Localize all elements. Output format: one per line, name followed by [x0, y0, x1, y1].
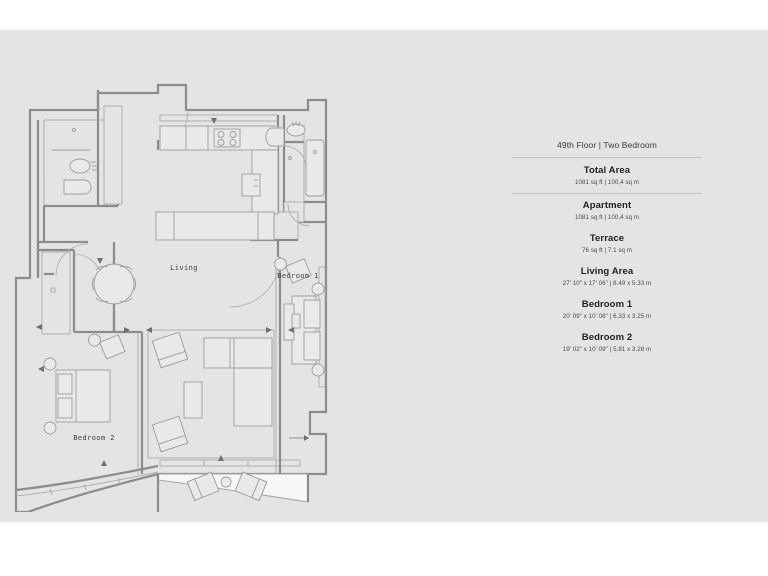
room-label-bedroom2: Bedroom 2: [73, 434, 115, 442]
divider-middle: [512, 193, 702, 194]
spec-value-terrace: 76 sq ft | 7.1 sq m: [581, 247, 633, 254]
spec-value-living-area: 27' 10" x 17' 06" | 8.49 x 5.33 m: [562, 280, 652, 287]
spec-value-bedroom-2: 19' 02" x 10' 09" | 5.81 x 3.28 m: [562, 346, 652, 353]
floor-plan: .w { fill:none; stroke:#8c8c8c; stroke-w…: [8, 82, 348, 512]
direction-markers: [36, 118, 309, 466]
spec-row-total-area: Total Area 1081 sq ft | 100,4 sq m: [512, 158, 702, 193]
spec-row-terrace: Terrace 76 sq ft | 7.1 sq m: [512, 227, 702, 260]
spec-row-living-area: Living Area 27' 10" x 17' 06" | 8.49 x 5…: [512, 260, 702, 293]
spec-label-total-area: Total Area: [583, 165, 631, 176]
spec-value-total-area: 1081 sq ft | 100,4 sq m: [575, 179, 639, 186]
spec-row-bedroom-1: Bedroom 1 20' 09" x 10' 08" | 6.33 x 3.2…: [512, 293, 702, 326]
spec-label-living-area: Living Area: [580, 266, 634, 277]
kitchen-fittings: [155, 125, 279, 241]
room-label-living: Living: [170, 264, 198, 272]
divider-top: [512, 157, 702, 158]
spec-label-terrace: Terrace: [589, 233, 625, 244]
spec-row-bedroom-2: Bedroom 2 19' 02" x 10' 09" | 5.81 x 3.2…: [512, 326, 702, 359]
terrace-area: [157, 473, 309, 503]
spec-value-bedroom-1: 20' 09" x 10' 08" | 6.33 x 3.25 m: [562, 313, 652, 320]
wc-fittings: [52, 127, 98, 195]
specification-panel: 49th Floor | Two Bedroom Total Area 1081…: [512, 140, 702, 359]
living-furniture: [88, 257, 312, 459]
terrace-furniture: [186, 471, 268, 502]
spec-value-apartment: 1081 sq ft | 100,4 sq m: [575, 214, 639, 221]
room-label-bedroom1: Bedroom 1: [277, 272, 319, 280]
spec-label-apartment: Apartment: [582, 200, 632, 211]
floor-title: 49th Floor | Two Bedroom: [557, 140, 657, 150]
spec-label-bedroom-1: Bedroom 1: [581, 299, 633, 310]
bedroom2-furniture: [43, 357, 111, 435]
ensuite-fittings: [265, 121, 325, 197]
spec-row-apartment: Apartment 1081 sq ft | 100,4 sq m: [512, 194, 702, 227]
spec-label-bedroom-2: Bedroom 2: [581, 332, 633, 343]
